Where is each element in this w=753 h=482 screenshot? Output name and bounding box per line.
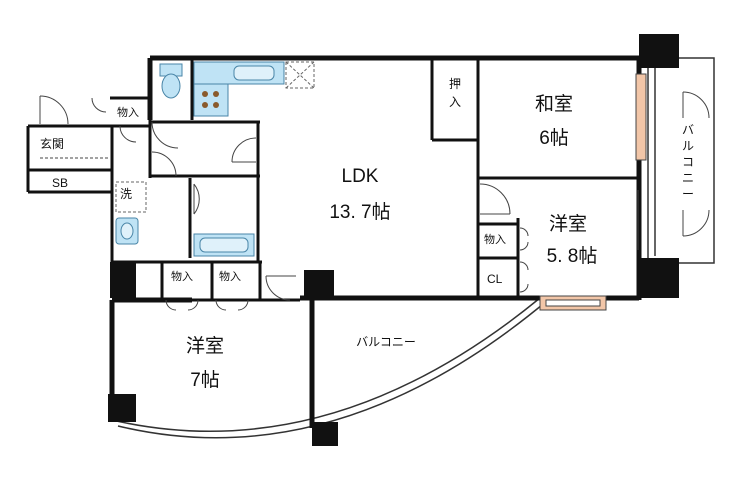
yoshitsu-5-8-storage-label: 物入	[484, 232, 506, 246]
kitchen-counter	[193, 61, 285, 117]
east-balcony-char: ル	[682, 139, 694, 153]
entry-door	[39, 95, 69, 125]
yoshitsu-7-storage-right-label: 物入	[219, 269, 241, 283]
yoshitsu-7-size: 7帖	[190, 369, 220, 391]
east-balcony-char: バ	[682, 123, 694, 137]
entry-storage-label: 物入	[117, 105, 139, 119]
north-rooms-doors	[479, 183, 529, 293]
cl-label: CL	[487, 272, 503, 286]
wet-area-doors	[151, 121, 257, 215]
refrigerator-space	[285, 61, 315, 89]
wet-area-walls	[112, 58, 262, 264]
east-balcony-char: コ	[682, 155, 694, 169]
oshiire-label-top: 押	[449, 77, 461, 91]
yoshitsu-7-name: 洋室	[186, 335, 224, 357]
ldk-name: LDK	[342, 166, 379, 187]
washitsu-name: 和室	[535, 93, 573, 115]
genkan-label: 玄関	[40, 136, 64, 151]
south-balcony-outline	[111, 297, 549, 439]
yoshitsu-7-walls	[160, 262, 300, 302]
windows	[539, 73, 647, 311]
north-rooms-walls	[430, 58, 639, 298]
yoshitsu-5-8-name: 洋室	[549, 213, 587, 235]
bathtub	[193, 233, 255, 257]
yoshitsu-7-closet-doors	[165, 275, 296, 311]
wash-label: 洗	[120, 187, 132, 201]
east-balcony-label: バ ル コ ニ ー	[682, 123, 694, 201]
east-balcony-char: ニ	[682, 171, 694, 185]
yoshitsu-5-8-size: 5. 8帖	[547, 245, 598, 267]
washitsu-size: 6帖	[539, 127, 569, 149]
yoshitsu-7-storage-left-label: 物入	[171, 269, 193, 283]
wash-sink	[115, 217, 139, 245]
entry-storage-doors	[91, 97, 137, 143]
east-balcony-outline	[647, 57, 715, 264]
east-balcony-door-arcs	[682, 91, 710, 237]
oshiire-label-bottom: 入	[449, 95, 461, 109]
south-balcony-label: バルコニー	[356, 335, 416, 349]
washing-machine-space	[115, 181, 147, 213]
ldk-size: 13. 7帖	[329, 201, 390, 223]
shoebox-label: SB	[52, 176, 68, 190]
structural-columns	[108, 34, 679, 446]
east-balcony-char: ー	[682, 187, 694, 201]
entry-walls	[26, 96, 150, 262]
toilet-fixture	[159, 63, 183, 99]
